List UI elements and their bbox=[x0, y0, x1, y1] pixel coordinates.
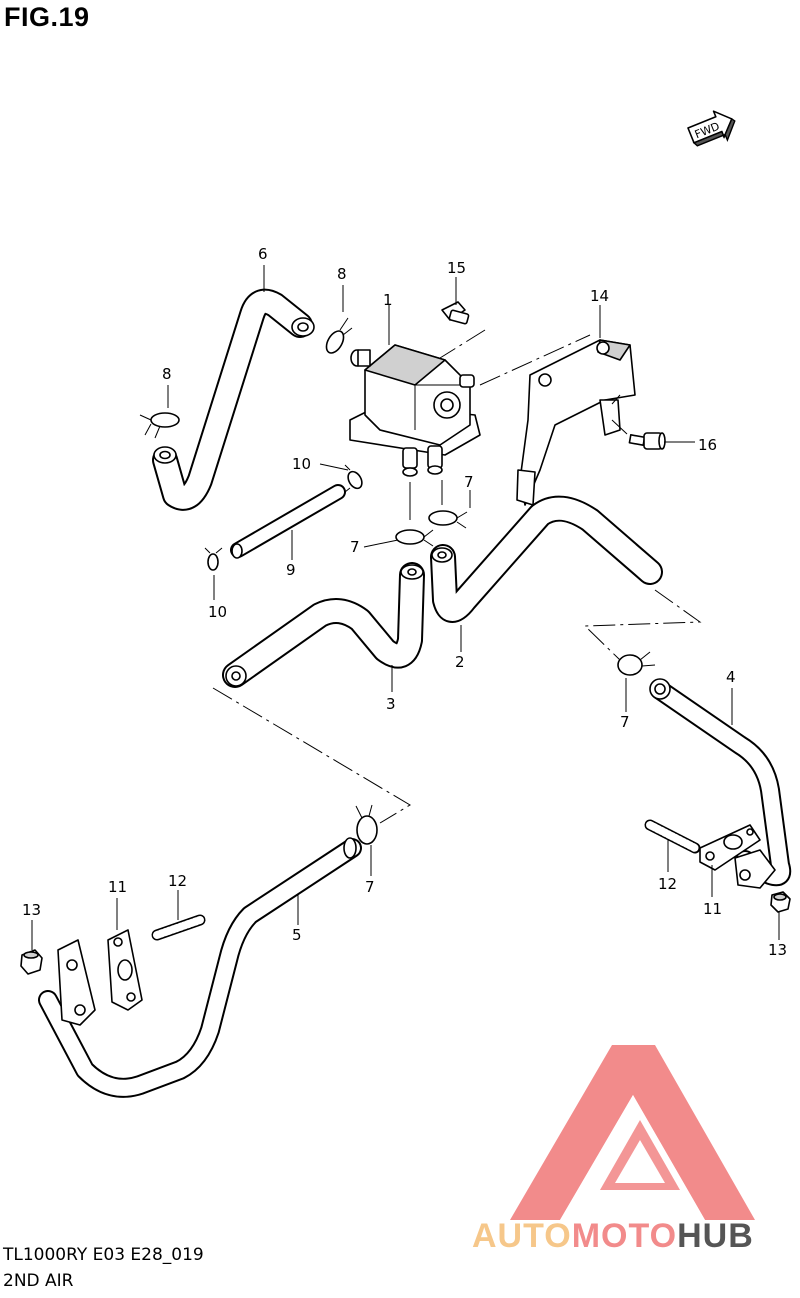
section-name-label: 2ND AIR bbox=[3, 1271, 74, 1291]
part-14-bracket bbox=[516, 339, 636, 506]
part-11-gasket-right bbox=[699, 824, 761, 871]
callout-7-c: 7 bbox=[620, 713, 630, 731]
part-7-clip-d bbox=[355, 804, 378, 845]
part-12-stud-right bbox=[644, 819, 701, 854]
watermark-word-moto: MOTO bbox=[572, 1217, 677, 1255]
callout-11-b: 11 bbox=[703, 900, 722, 918]
watermark-text: AUTOMOTOHUB bbox=[472, 1217, 754, 1255]
part-13-nut-left bbox=[20, 949, 43, 975]
part-7-clip-a bbox=[395, 529, 434, 547]
assembly-reference-lines bbox=[212, 329, 702, 824]
callout-7-d: 7 bbox=[365, 878, 375, 896]
callout-15: 15 bbox=[447, 259, 466, 277]
part-7-clip-b bbox=[428, 510, 468, 529]
watermark-word-hub: HUB bbox=[677, 1217, 754, 1255]
part-15-bolt bbox=[441, 301, 470, 325]
watermark-triangle-hole bbox=[615, 1140, 665, 1183]
callout-7-a: 7 bbox=[350, 538, 360, 556]
figure-title: FIG.19 bbox=[4, 2, 90, 32]
callout-leaders bbox=[31, 265, 780, 950]
part-10-clip-top bbox=[344, 464, 363, 493]
callout-1: 1 bbox=[383, 291, 393, 309]
callout-10-a: 10 bbox=[292, 455, 311, 473]
part-4-pipe bbox=[649, 678, 792, 889]
callout-5: 5 bbox=[292, 926, 302, 944]
part-7-clip-c bbox=[617, 651, 656, 676]
part-10-clip-bottom bbox=[204, 547, 223, 571]
part-3-hose bbox=[222, 562, 425, 688]
callout-7-b: 7 bbox=[464, 473, 474, 491]
callout-6: 6 bbox=[258, 245, 268, 263]
model-code-label: TL1000RY E03 E28_019 bbox=[3, 1245, 204, 1265]
part-5-pipe bbox=[38, 837, 362, 1098]
callout-13-b: 13 bbox=[768, 941, 787, 959]
part-8-clip-top bbox=[325, 317, 353, 354]
part-13-nut-right bbox=[770, 891, 791, 913]
callout-13-a: 13 bbox=[22, 901, 41, 919]
watermark-triangle-outer bbox=[510, 1045, 755, 1220]
part-11-gasket-left bbox=[107, 929, 143, 1011]
part-6-hose bbox=[152, 288, 315, 511]
callout-3: 3 bbox=[386, 695, 396, 713]
callout-12-a: 12 bbox=[168, 872, 187, 890]
part-12-stud-left bbox=[151, 914, 206, 941]
callout-14: 14 bbox=[590, 287, 609, 305]
callout-10-b: 10 bbox=[208, 603, 227, 621]
callout-8-b: 8 bbox=[162, 365, 172, 383]
callout-9: 9 bbox=[286, 561, 296, 579]
callout-8-a: 8 bbox=[337, 265, 347, 283]
callout-labels: 1 2 3 4 5 6 7 7 7 7 8 8 9 10 10 11 11 12… bbox=[22, 245, 787, 959]
callout-12-b: 12 bbox=[658, 875, 677, 893]
fwd-arrow-icon: FWD bbox=[687, 110, 736, 147]
callout-11-a: 11 bbox=[108, 878, 127, 896]
callout-16: 16 bbox=[698, 436, 717, 454]
part-8-clip-left bbox=[139, 412, 180, 439]
part-2-hose bbox=[430, 495, 663, 623]
part-16-bolt bbox=[628, 432, 666, 450]
part-9-hose bbox=[230, 484, 346, 559]
watermark-logo: AUTOMOTOHUB bbox=[472, 1045, 755, 1255]
part-1-reed-valve bbox=[349, 344, 481, 477]
watermark-word-auto: AUTO bbox=[472, 1217, 572, 1255]
callout-4: 4 bbox=[726, 668, 736, 686]
callout-2: 2 bbox=[455, 653, 465, 671]
